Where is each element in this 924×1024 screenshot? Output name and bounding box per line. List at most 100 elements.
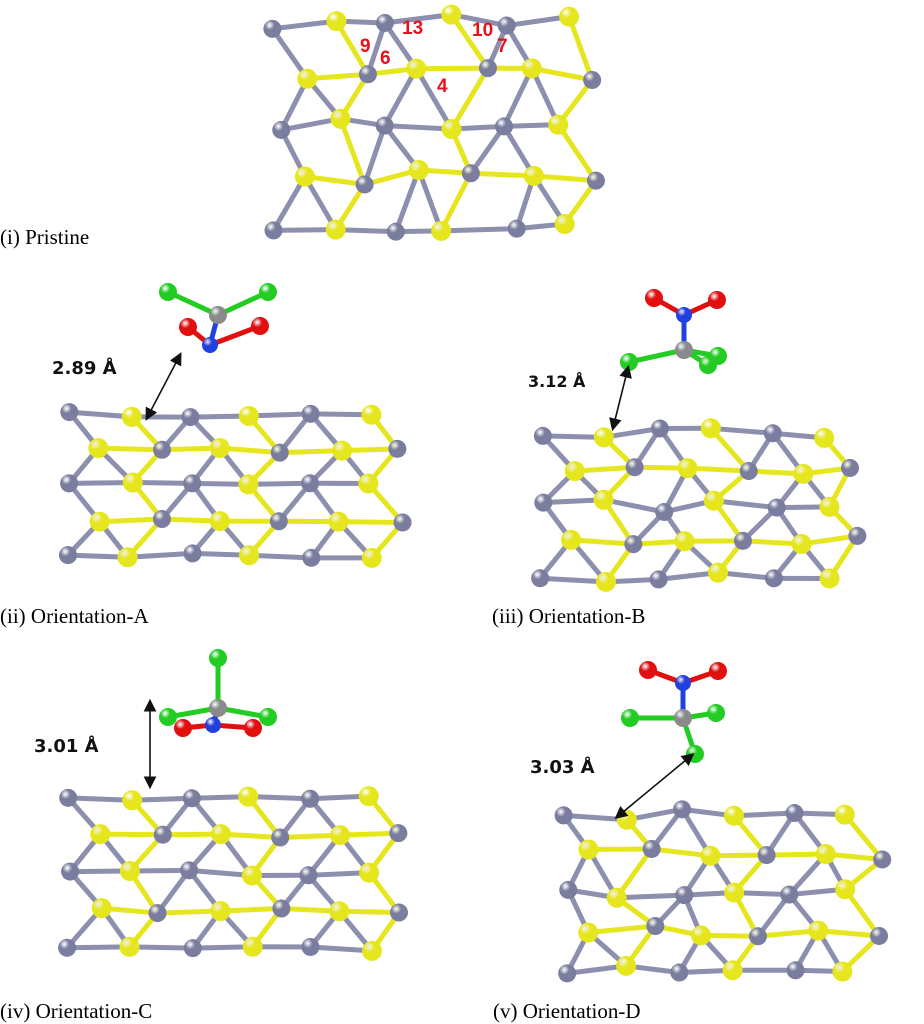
bond [393, 167, 422, 235]
metal-atom [301, 474, 320, 493]
oxygen-atom [645, 289, 663, 307]
sulfur-atom [238, 405, 259, 426]
sulfur-atom [835, 879, 856, 900]
caption-orientation-c: (iv) Orientation-C [0, 999, 153, 1023]
sulfur-atom [808, 920, 829, 941]
bond [815, 928, 882, 939]
sulfur-atom [677, 458, 698, 479]
metal-atom [375, 13, 394, 32]
bond [333, 227, 399, 235]
bond [269, 26, 310, 82]
atom-label-4: 4 [437, 76, 448, 97]
sulfur-atom [408, 160, 429, 181]
distance-label-c: 3.01 Å [34, 736, 99, 757]
oxygen-atom [639, 661, 657, 679]
chlorine-atom [707, 704, 725, 722]
metal-atom [848, 526, 867, 545]
bond [95, 445, 165, 453]
metal-atom [767, 498, 786, 517]
sulfur-atom [593, 489, 614, 510]
atom-label-7: 7 [497, 36, 508, 57]
bond [468, 170, 537, 179]
metal-atom [183, 939, 202, 958]
sulfur-atom [325, 219, 346, 240]
metal-atom [272, 899, 291, 918]
bond [245, 794, 313, 802]
metal-atom [646, 917, 665, 936]
bond [246, 411, 314, 419]
nitrogen-atom [675, 675, 691, 691]
chlorine-atom [259, 283, 277, 301]
caption-orientation-a: (ii) Orientation-A [0, 604, 149, 628]
metal-atom [301, 789, 320, 808]
bond [382, 66, 419, 129]
metal-atom [388, 439, 407, 458]
sulfur-atom [330, 108, 351, 129]
sulfur-atom [578, 839, 599, 860]
oxygen-atom [174, 719, 192, 737]
sulfur-atom [548, 114, 569, 135]
metal-atom [386, 222, 405, 241]
metal-atom [183, 544, 202, 563]
metal-atom [497, 16, 516, 35]
sulfur-atom [297, 68, 318, 89]
metal-atom [393, 513, 412, 532]
atom-label-10: 10 [472, 20, 494, 41]
bond [531, 173, 599, 184]
bond [125, 550, 196, 560]
bond [382, 12, 454, 26]
sulfur-atom [616, 809, 637, 830]
bond [246, 552, 314, 561]
metal-atom [649, 570, 668, 589]
metal-atom [780, 885, 799, 904]
bond [585, 923, 658, 936]
metal-atom [586, 171, 605, 190]
sulfur-atom [358, 473, 379, 494]
bond [540, 433, 607, 440]
metal-atom [390, 903, 409, 922]
bond [302, 174, 368, 187]
caption-orientation-d: (v) Orientation-D [493, 999, 641, 1023]
atom-label-13: 13 [402, 18, 424, 39]
oxygen-atom [709, 662, 727, 680]
bond [307, 944, 375, 954]
nitrogen-atom [205, 717, 221, 733]
bond [215, 289, 271, 318]
bond [561, 812, 630, 823]
sulfur-atom [122, 790, 143, 811]
sulfur-atom [819, 568, 840, 589]
bond [731, 810, 797, 819]
carbon-atom [209, 699, 227, 717]
sulfur-atom [791, 534, 812, 555]
metal-atom [558, 964, 577, 983]
bond [468, 123, 507, 176]
bond [382, 123, 455, 132]
sulfur-atom [406, 58, 427, 79]
metal-atom [655, 502, 674, 521]
metal-atom [786, 961, 805, 980]
sulfur-atom [242, 936, 263, 957]
bond [537, 575, 609, 585]
sulfur-atom [441, 4, 462, 25]
metal-atom [183, 474, 202, 493]
bond [302, 174, 339, 233]
bond [449, 65, 491, 132]
bond [585, 846, 655, 853]
sulfur-atom [814, 427, 835, 448]
metal-atom [757, 846, 776, 865]
carbon-atom [674, 709, 692, 727]
carbon-atom [675, 341, 693, 359]
sulfur-atom [209, 511, 230, 532]
metal-atom [873, 850, 892, 869]
bond [501, 65, 535, 129]
metal-atom [478, 59, 497, 78]
sulfur-atom [361, 404, 382, 425]
bond [529, 65, 595, 83]
metal-atom [301, 937, 320, 956]
metal-atom [559, 880, 578, 899]
sulfur-atom [330, 825, 351, 846]
sulfur-atom [90, 824, 111, 845]
atom-label-9: 9 [360, 36, 371, 57]
metal-atom [61, 862, 80, 881]
